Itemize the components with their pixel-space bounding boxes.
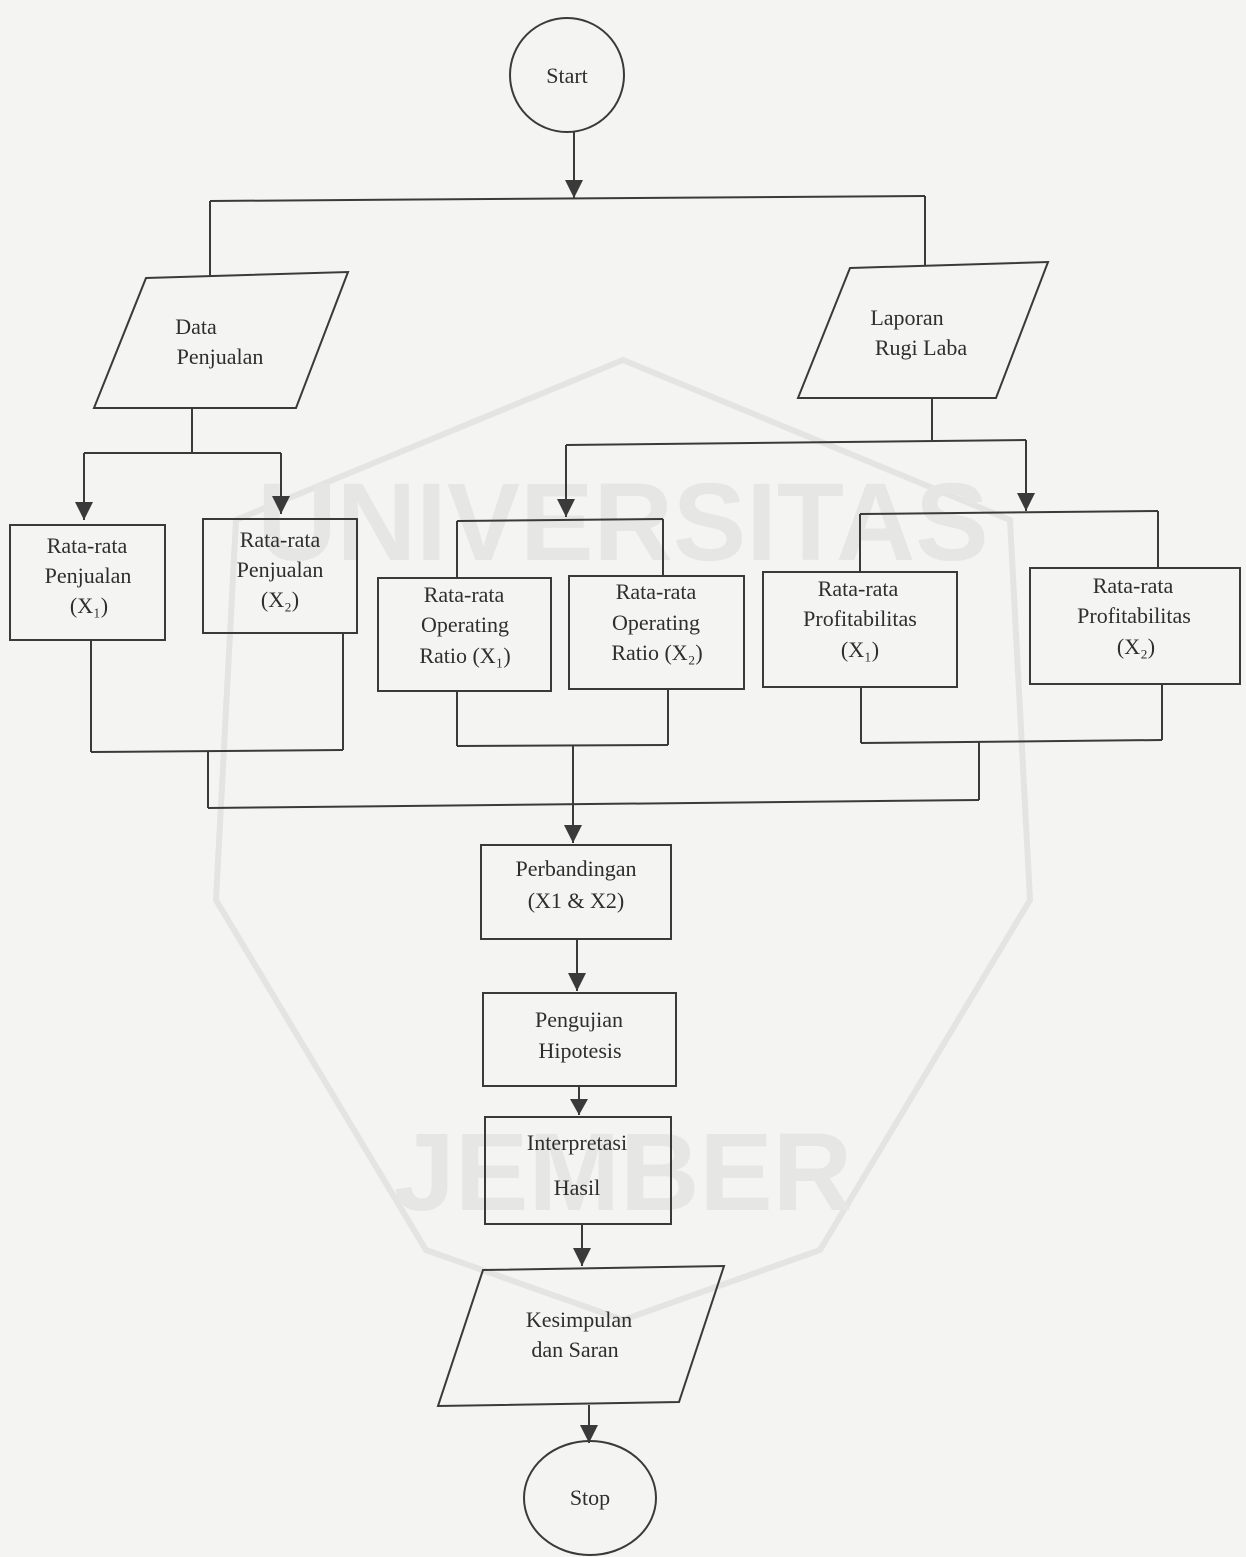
stop-label: Stop — [570, 1485, 610, 1510]
start-label: Start — [546, 63, 588, 88]
ro-x2-label-1: Rata-rata — [616, 579, 697, 604]
ro-x2-label-2: Operating — [612, 610, 700, 635]
ro-x2-label-3: Ratio (X₂) — [611, 640, 702, 665]
rpr-x1-label-2: Profitabilitas — [803, 606, 917, 631]
laporan-label-1: Laporan — [870, 305, 943, 330]
rp-x2-label-3: (X₂) — [261, 587, 299, 612]
ro-x1-label-2: Operating — [421, 612, 509, 637]
rp-x2-label-2: Penjualan — [237, 557, 324, 582]
interpretasi-box — [484, 1116, 672, 1225]
rp-x1-label-2: Penjualan — [45, 563, 132, 588]
interpretasi-label-2: Hasil — [554, 1175, 600, 1200]
pengujian-label-1: Pengujian — [535, 1007, 623, 1032]
kesimpulan-parallelogram — [436, 1264, 726, 1408]
labels: Start Data Penjualan Laporan Rugi Laba R… — [45, 63, 1191, 1510]
watermark-top-text: UNIVERSITAS — [257, 461, 988, 584]
rata-operating-x1-box — [377, 577, 552, 692]
ro-x1-label-1: Rata-rata — [424, 582, 505, 607]
rata-operating-x2-box — [568, 575, 745, 690]
rpr-x2-label-1: Rata-rata — [1093, 573, 1174, 598]
rp-x2-label-1: Rata-rata — [240, 527, 321, 552]
rpr-x2-label-2: Profitabilitas — [1077, 603, 1191, 628]
rpr-x2-label-3: (X₂) — [1117, 634, 1155, 659]
rpr-x1-label-3: (X₁) — [841, 637, 879, 662]
rp-x1-label-3: (X₁) — [70, 593, 108, 618]
rata-penjualan-x2-box — [202, 518, 358, 634]
rpr-x1-label-1: Rata-rata — [818, 576, 899, 601]
rata-penjualan-x1-box — [9, 524, 166, 641]
interpretasi-label-1: Interpretasi — [527, 1130, 627, 1155]
rp-x1-label-1: Rata-rata — [47, 533, 128, 558]
ro-x1-label-3: Ratio (X₁) — [419, 643, 510, 668]
perbandingan-label-1: Perbandingan — [516, 856, 637, 881]
laporan-label-2: Rugi Laba — [875, 335, 967, 360]
kesimpulan-label-2: dan Saran — [531, 1337, 618, 1362]
pengujian-label-2: Hipotesis — [538, 1038, 621, 1063]
rata-profit-x2-box — [1029, 567, 1241, 685]
perbandingan-label-2: (X1 & X2) — [528, 888, 625, 913]
start-terminal — [509, 17, 625, 133]
laporan-rugi-laba-parallelogram — [796, 260, 1050, 399]
data-penjualan-label-1: Data — [175, 314, 217, 339]
kesimpulan-label-1: Kesimpulan — [526, 1307, 632, 1332]
data-penjualan-parallelogram — [92, 270, 350, 409]
data-penjualan-label-2: Penjualan — [177, 344, 264, 369]
watermark-bottom-text: JEMBER — [394, 1111, 852, 1234]
connectors — [75, 132, 1163, 1443]
watermark: UNIVERSITAS JEMBER — [212, 356, 1034, 1324]
